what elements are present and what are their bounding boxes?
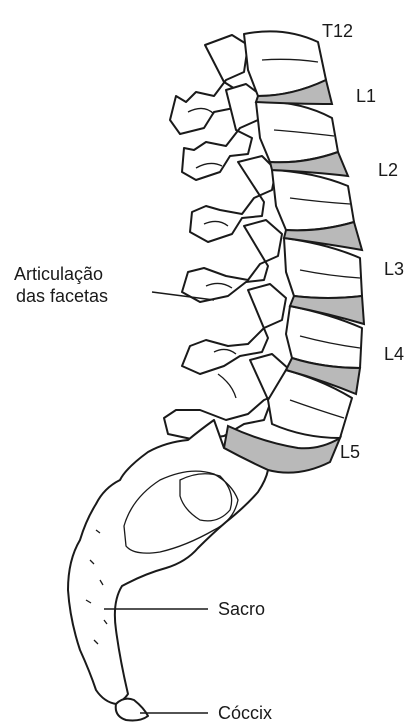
label-coccyx: Cóccix — [218, 703, 272, 723]
label-l1: L1 — [356, 86, 376, 106]
label-facet-joint-line1: Articulação — [14, 264, 103, 284]
coccyx — [116, 699, 148, 721]
sacrum — [68, 420, 268, 704]
label-l5: L5 — [340, 442, 360, 462]
label-l4: L4 — [384, 344, 404, 364]
facet-joint-outline — [218, 374, 236, 398]
label-l3: L3 — [384, 259, 404, 279]
sacrum-outline — [68, 420, 268, 704]
label-t12: T12 — [322, 21, 353, 41]
label-l2: L2 — [378, 160, 398, 180]
label-facet-joint-line2: das facetas — [16, 286, 108, 306]
label-sacrum: Sacro — [218, 599, 265, 619]
